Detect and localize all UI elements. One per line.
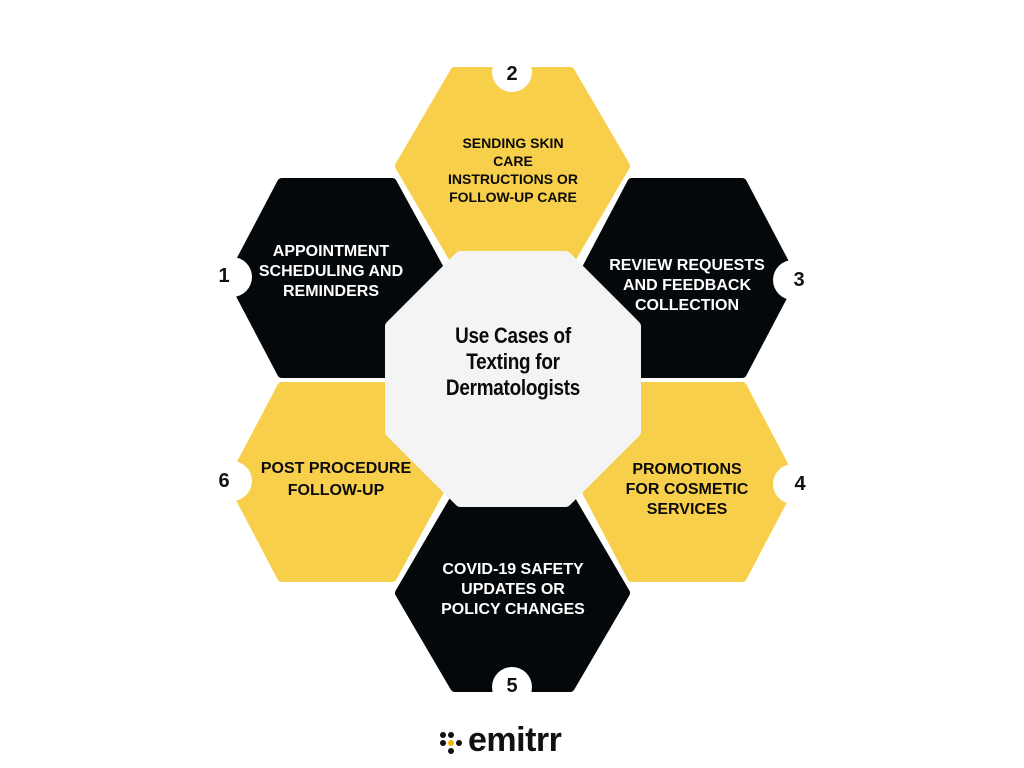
step-number-6: 6 [218,469,230,492]
hexagon-3-label: REVIEW REQUESTS AND FEEDBACK COLLECTION [609,257,765,314]
step-number-1: 1 [218,264,230,287]
badge-notch-1 [212,257,252,297]
badge-notch-2 [492,52,532,92]
step-number-5: 5 [506,674,518,697]
hexagon-4-label: PROMOTIONS FOR COSMETIC SERVICES [625,461,749,518]
hexagon-5-label: COVID-19 SAFETY UPDATES OR POLICY CHANGE… [441,561,585,618]
hexagon-2-label: SENDING SKIN CARE INSTRUCTIONS OR FOLLOW… [448,135,578,205]
emitrr-logo-text: emitrr [468,721,562,759]
badge-notch-5 [492,667,532,707]
step-number-3: 3 [793,268,805,291]
hexagon-6-label: POST PROCEDURE FOLLOW-UP [260,460,412,499]
badge-notch-4 [773,464,813,504]
badge-notch-6 [212,461,252,501]
badge-notch-3 [773,260,813,300]
step-number-4: 4 [794,472,806,495]
center-octagon [385,251,641,507]
emitrr-logo-mark-icon [438,728,462,754]
hexagon-1-label: APPOINTMENT SCHEDULING AND REMINDERS [258,243,404,300]
step-number-2: 2 [506,62,518,85]
diagram-title: Use Cases of Texting for Dermatologists [445,323,581,400]
emitrr-logo: emitrr [438,721,562,759]
